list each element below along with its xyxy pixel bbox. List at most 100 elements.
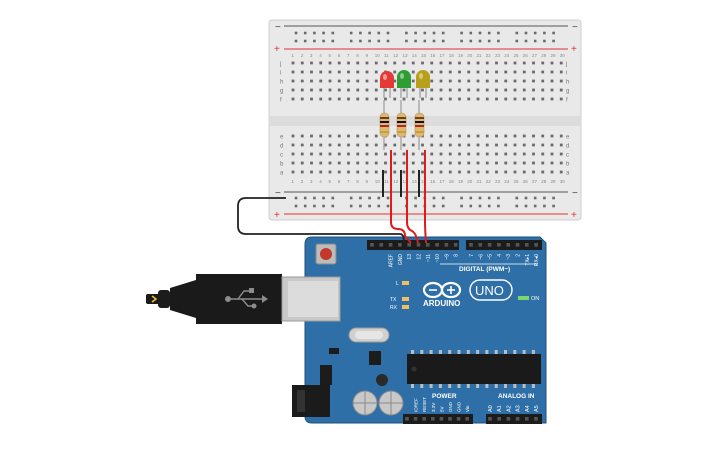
breadboard-hole[interactable] [411, 134, 415, 138]
breadboard-hole[interactable] [310, 61, 313, 65]
rail-hole[interactable] [368, 196, 371, 200]
breadboard-hole[interactable] [421, 97, 424, 101]
breadboard-hole[interactable] [365, 79, 369, 83]
wire-red-pin13[interactable] [390, 150, 412, 244]
breadboard-hole[interactable] [476, 134, 480, 138]
rail-hole[interactable] [460, 196, 463, 200]
breadboard-hole[interactable] [347, 161, 350, 165]
digital-pin-hole[interactable] [534, 243, 538, 247]
breadboard-hole[interactable] [559, 70, 563, 74]
breadboard-hole[interactable] [504, 152, 508, 156]
breadboard-hole[interactable] [458, 134, 461, 138]
digital-pin-hole[interactable] [497, 243, 501, 247]
breadboard-hole[interactable] [319, 88, 323, 92]
breadboard-hole[interactable] [356, 88, 360, 92]
breadboard-hole[interactable] [328, 79, 332, 83]
breadboard-hole[interactable] [374, 88, 378, 92]
breadboard-hole[interactable] [384, 61, 387, 65]
digital-pin-hole[interactable] [469, 243, 473, 247]
bottom-pin-hole[interactable] [448, 417, 452, 421]
breadboard-hole[interactable] [513, 61, 517, 65]
breadboard-hole[interactable] [291, 170, 295, 174]
rail-hole[interactable] [414, 196, 417, 200]
rail-hole[interactable] [478, 39, 482, 43]
breadboard-hole[interactable] [495, 61, 498, 65]
breadboard-hole[interactable] [347, 152, 350, 156]
digital-pin-hole[interactable] [407, 243, 411, 247]
bottom-pin-hole[interactable] [488, 417, 492, 421]
breadboard-hole[interactable] [522, 134, 526, 138]
breadboard-hole[interactable] [541, 97, 545, 101]
breadboard-hole[interactable] [458, 143, 461, 147]
rail-hole[interactable] [331, 39, 335, 43]
breadboard-hole[interactable] [319, 70, 323, 74]
breadboard-hole[interactable] [485, 134, 489, 138]
rail-hole[interactable] [414, 204, 417, 208]
rail-hole[interactable] [478, 196, 482, 200]
rail-hole[interactable] [303, 39, 307, 43]
breadboard-hole[interactable] [300, 161, 304, 165]
breadboard-hole[interactable] [532, 134, 535, 138]
breadboard-hole[interactable] [495, 143, 498, 147]
breadboard-hole[interactable] [467, 79, 471, 83]
breadboard-hole[interactable] [504, 161, 508, 165]
breadboard-hole[interactable] [411, 88, 415, 92]
breadboard-hole[interactable] [532, 143, 535, 147]
breadboard-hole[interactable] [411, 70, 415, 74]
breadboard-hole[interactable] [513, 143, 517, 147]
digital-pin-hole[interactable] [379, 243, 384, 247]
rail-hole[interactable] [294, 204, 298, 208]
breadboard-hole[interactable] [393, 143, 397, 147]
breadboard-hole[interactable] [319, 170, 323, 174]
breadboard-hole[interactable] [541, 79, 545, 83]
rail-hole[interactable] [377, 204, 381, 208]
breadboard-hole[interactable] [393, 134, 397, 138]
breadboard-hole[interactable] [337, 97, 341, 101]
breadboard-hole[interactable] [559, 97, 563, 101]
bottom-pin-hole[interactable] [497, 417, 501, 421]
usb-cable[interactable] [146, 274, 341, 324]
rail-hole[interactable] [377, 31, 381, 35]
breadboard-hole[interactable] [550, 134, 554, 138]
breadboard-hole[interactable] [347, 61, 350, 65]
rail-hole[interactable] [487, 204, 491, 208]
breadboard-hole[interactable] [365, 61, 369, 65]
breadboard-hole[interactable] [513, 161, 517, 165]
breadboard-hole[interactable] [522, 70, 526, 74]
breadboard-hole[interactable] [402, 88, 406, 92]
breadboard-hole[interactable] [356, 61, 360, 65]
breadboard-hole[interactable] [402, 143, 406, 147]
bottom-pin-hole[interactable] [534, 417, 538, 421]
breadboard-hole[interactable] [504, 70, 508, 74]
rail-hole[interactable] [368, 39, 371, 43]
rail-hole[interactable] [460, 31, 463, 35]
breadboard-hole[interactable] [495, 134, 498, 138]
breadboard-hole[interactable] [310, 134, 313, 138]
rail-hole[interactable] [349, 31, 353, 35]
breadboard-hole[interactable] [384, 170, 387, 174]
breadboard-hole[interactable] [374, 70, 378, 74]
rail-hole[interactable] [386, 204, 390, 208]
breadboard-hole[interactable] [384, 161, 387, 165]
rail-hole[interactable] [349, 39, 353, 43]
breadboard-hole[interactable] [393, 97, 397, 101]
breadboard-hole[interactable] [476, 79, 480, 83]
breadboard-hole[interactable] [522, 97, 526, 101]
bottom-pin-hole[interactable] [456, 417, 461, 421]
rail-hole[interactable] [441, 31, 445, 35]
breadboard-hole[interactable] [448, 152, 452, 156]
rail-hole[interactable] [487, 39, 491, 43]
breadboard-hole[interactable] [356, 161, 360, 165]
breadboard-hole[interactable] [291, 88, 295, 92]
rail-hole[interactable] [487, 31, 491, 35]
breadboard-hole[interactable] [458, 161, 461, 165]
breadboard-hole[interactable] [532, 61, 535, 65]
breadboard-hole[interactable] [365, 97, 369, 101]
breadboard-hole[interactable] [485, 152, 489, 156]
breadboard-hole[interactable] [374, 97, 378, 101]
breadboard-hole[interactable] [328, 143, 332, 147]
breadboard-hole[interactable] [476, 70, 480, 74]
breadboard-hole[interactable] [347, 70, 350, 74]
breadboard-hole[interactable] [430, 61, 434, 65]
